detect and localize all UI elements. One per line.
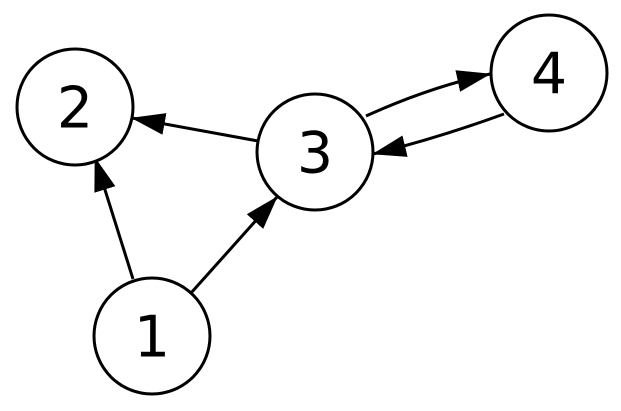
edge-1-to-2 — [93, 157, 135, 280]
edge-1-to-3 — [189, 195, 279, 295]
edge-4-to-3 — [372, 112, 505, 157]
node-2: 2 — [15, 47, 135, 167]
edge-3-to-4 — [365, 70, 491, 118]
node-2-label: 2 — [57, 76, 93, 142]
node-4-circle — [489, 13, 609, 133]
node-1: 1 — [92, 276, 212, 396]
node-4-label: 4 — [531, 42, 567, 108]
node-2-circle — [15, 47, 135, 167]
node-1-circle — [92, 276, 212, 396]
node-3: 3 — [255, 92, 375, 212]
node-4: 4 — [489, 13, 609, 133]
node-3-label: 3 — [297, 121, 333, 187]
node-1-label: 1 — [134, 305, 170, 371]
node-3-circle — [255, 92, 375, 212]
edge-3-to-2 — [131, 113, 259, 143]
